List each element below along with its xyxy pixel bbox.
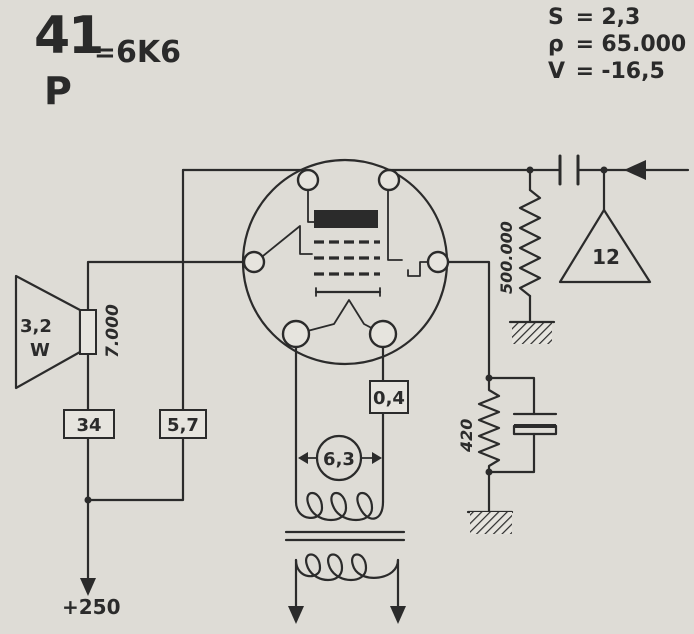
voltage-cathode: 0,4 [373, 388, 405, 409]
param-row-v: V = -16,5 [548, 58, 686, 85]
param-value: 65.000 [601, 32, 687, 57]
heater-arrow-left [288, 606, 304, 624]
ground-cathode [466, 510, 514, 534]
pin-cathode [426, 250, 450, 274]
heater-transformer [284, 492, 406, 582]
equivalent-equals: = [94, 38, 116, 68]
cathode-resistor: 420 [457, 376, 501, 474]
param-row-rho: ρ = 65.000 [548, 31, 686, 58]
cathode-capacitor [512, 412, 558, 436]
tube-number: 41 [34, 6, 104, 66]
tube-envelope [241, 158, 450, 366]
param-value: 2,3 [601, 5, 641, 30]
voltage-box-middle: 5,7 [159, 409, 207, 439]
cathode-resistor-label: 420 [457, 419, 476, 453]
speaker-impedance: 7.000 [103, 304, 123, 358]
param-sign: = [575, 32, 595, 57]
heater-voltage: 6,3 [315, 434, 363, 482]
grid-resistor: 500.000 [497, 188, 556, 344]
param-symbol: V [548, 59, 566, 84]
input-stage: 12 [558, 208, 652, 284]
anode-plate [314, 210, 378, 228]
supply-arrow [80, 578, 96, 596]
arrows [80, 160, 690, 624]
voltage-left: 34 [76, 415, 101, 436]
coupling-capacitor [558, 154, 580, 186]
pin-screen [296, 168, 320, 192]
pin-anode [242, 250, 266, 274]
heater-arrow-right [390, 606, 406, 624]
pin-heater-left [281, 319, 311, 349]
speaker: 3,2 W 7.000 [14, 274, 123, 390]
param-sign: = [575, 5, 595, 30]
param-list: S = 2,3 ρ = 65.000 V = -16,5 [548, 4, 686, 85]
equivalent-tube: 6K6 [116, 35, 181, 70]
speaker-power: 3,2 [20, 316, 52, 337]
param-symbol: ρ [548, 32, 564, 57]
voltage-box-cathode: 0,4 [369, 380, 409, 414]
input-stage-label: 12 [592, 245, 620, 269]
param-value: -16,5 [601, 59, 665, 84]
tube-letter: P [44, 69, 72, 113]
voltage-box-left: 34 [63, 409, 115, 439]
supply-voltage: +250 [62, 595, 121, 619]
param-sign: = [575, 59, 595, 84]
heater-voltage-label: 6,3 [323, 449, 355, 470]
speaker-unit: W [30, 340, 50, 361]
param-symbol: S [548, 5, 564, 30]
ground-grid [512, 322, 552, 344]
pin-heater-right [368, 319, 398, 349]
input-arrow [624, 160, 646, 180]
junctions [84, 166, 608, 504]
pin-grid [377, 168, 401, 192]
voltage-middle: 5,7 [167, 415, 199, 436]
param-row-s: S = 2,3 [548, 4, 686, 31]
wires [86, 168, 642, 614]
grid-resistor-label: 500.000 [497, 221, 516, 294]
